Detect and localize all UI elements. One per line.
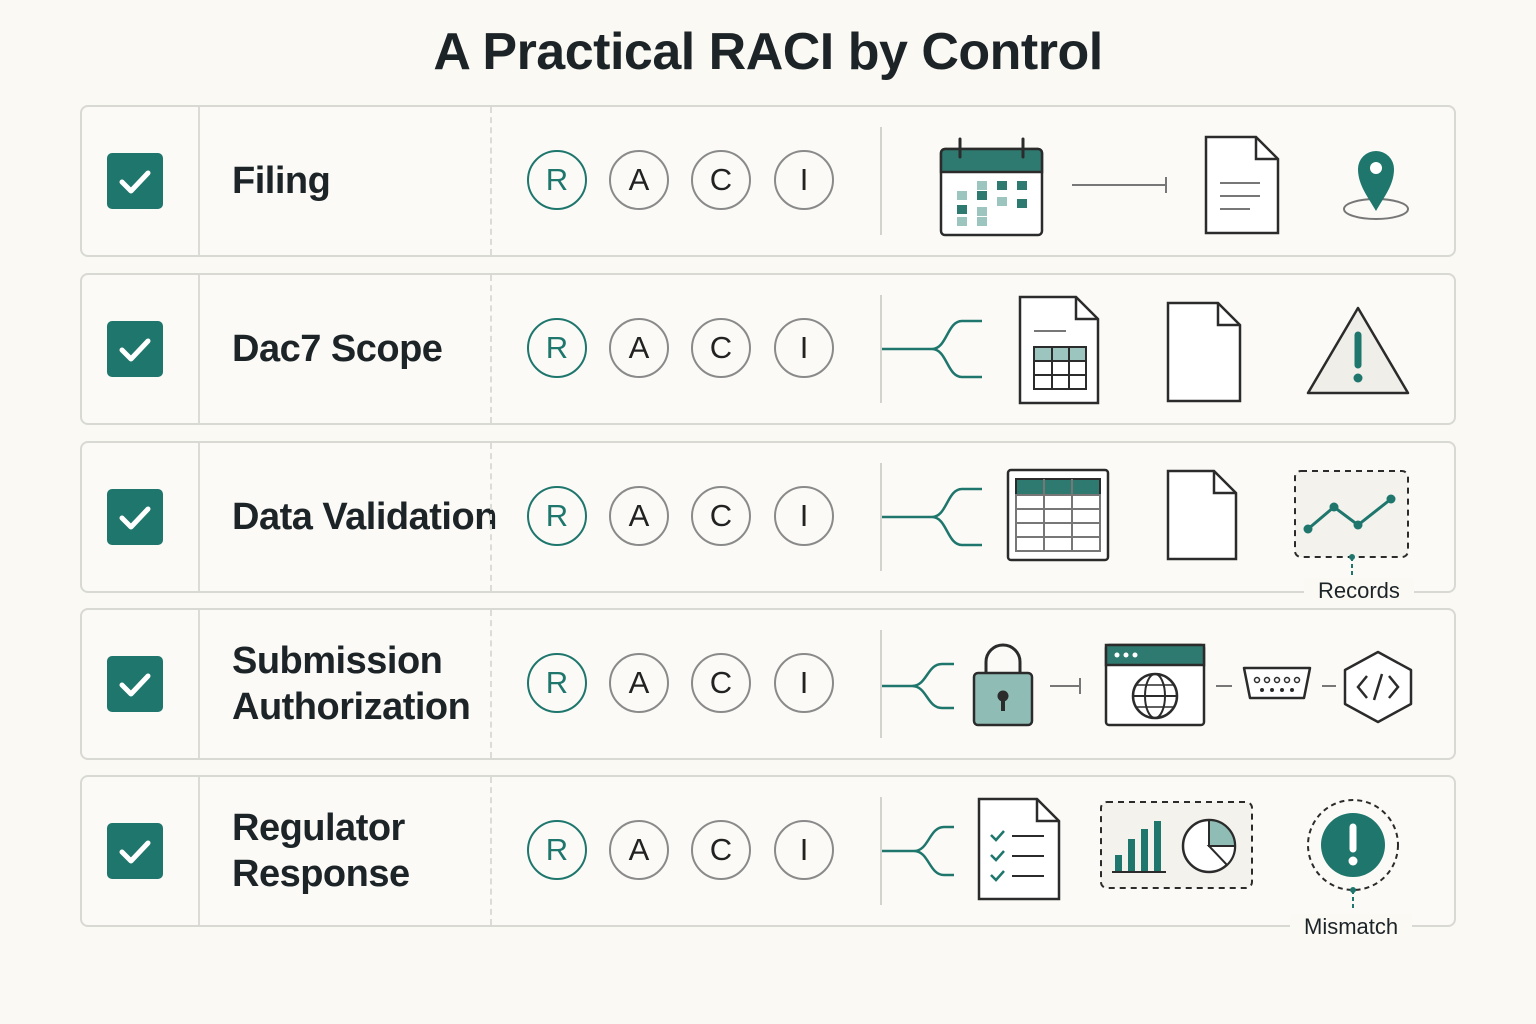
column-divider [198, 777, 200, 925]
records-annotation: Records [1304, 578, 1414, 604]
line-chart-icon [1294, 470, 1409, 579]
mismatch-annotation: Mismatch [1290, 914, 1413, 940]
raci-responsible[interactable]: R [527, 486, 587, 546]
branch-connector [882, 662, 954, 710]
column-divider [198, 275, 200, 423]
control-label: Submission Authorization [232, 640, 471, 728]
control-row-data-validation: Data Validation R A C I [80, 441, 1456, 593]
control-row-filing: Filing R A C I [80, 105, 1456, 257]
raci-accountable[interactable]: A [609, 150, 669, 210]
column-divider [198, 443, 200, 591]
checklist-icon [977, 797, 1061, 901]
column-divider [490, 107, 492, 255]
raci-responsible[interactable]: R [527, 653, 587, 713]
column-divider [490, 610, 492, 758]
control-label: Regulator Response [232, 807, 410, 895]
raci-accountable[interactable]: A [609, 820, 669, 880]
warning-icon [1306, 306, 1410, 395]
raci-consulted[interactable]: C [691, 653, 751, 713]
column-divider [490, 777, 492, 925]
page-title: A Practical RACI by Control [433, 23, 1103, 81]
raci-responsible[interactable]: R [527, 150, 587, 210]
column-divider [880, 630, 882, 738]
control-label: Data Validation [232, 496, 497, 538]
checkmark-icon [119, 170, 151, 194]
control-row-regulator-response: Regulator Response R A C I [80, 775, 1456, 927]
flow-icons [939, 135, 1409, 237]
raci-accountable[interactable]: A [609, 653, 669, 713]
row-checkbox[interactable] [107, 489, 163, 545]
row-checkbox[interactable] [107, 153, 163, 209]
raci-informed[interactable]: I [774, 820, 834, 880]
serial-port-icon [1242, 666, 1312, 700]
flow-icons [882, 797, 1399, 911]
checkmark-icon [119, 840, 151, 864]
raci-informed[interactable]: I [774, 486, 834, 546]
column-divider [880, 463, 882, 571]
column-divider [880, 127, 882, 235]
control-row-submission-authorization: Submission Authorization R A C I [80, 608, 1456, 760]
raci-consulted[interactable]: C [691, 486, 751, 546]
browser-globe-icon [1104, 643, 1206, 727]
flow-icons [882, 468, 1409, 579]
control-label: Dac7 Scope [232, 328, 443, 370]
branch-connector [882, 319, 982, 379]
raci-accountable[interactable]: A [609, 486, 669, 546]
checkmark-icon [119, 673, 151, 697]
checkmark-icon [119, 506, 151, 530]
raci-responsible[interactable]: R [527, 318, 587, 378]
location-pin-icon [1343, 151, 1409, 220]
raci-responsible[interactable]: R [527, 820, 587, 880]
padlock-icon [972, 643, 1034, 727]
document-icon [1204, 135, 1280, 235]
branch-connector [882, 825, 954, 877]
table-icon [1006, 468, 1110, 562]
flow-icons [882, 643, 1413, 727]
control-row-dac7-scope: Dac7 Scope R A C I [80, 273, 1456, 425]
code-hexagon-icon [1343, 650, 1413, 724]
raci-informed[interactable]: I [774, 318, 834, 378]
row-checkbox[interactable] [107, 656, 163, 712]
column-divider [490, 443, 492, 591]
row-checkbox[interactable] [107, 321, 163, 377]
document-icon [1166, 469, 1238, 561]
branch-connector [882, 487, 982, 547]
flow-icons [882, 295, 1410, 405]
raci-consulted[interactable]: C [691, 150, 751, 210]
raci-accountable[interactable]: A [609, 318, 669, 378]
column-divider [490, 275, 492, 423]
column-divider [198, 107, 200, 255]
control-label: Filing [232, 160, 331, 202]
column-divider [880, 295, 882, 403]
raci-informed[interactable]: I [774, 150, 834, 210]
row-checkbox[interactable] [107, 823, 163, 879]
checkmark-icon [119, 338, 151, 362]
column-divider [880, 797, 882, 905]
column-divider [198, 610, 200, 758]
bar-pie-chart-icon [1100, 801, 1253, 889]
spreadsheet-document-icon [1018, 295, 1100, 405]
document-icon [1166, 301, 1242, 403]
raci-consulted[interactable]: C [691, 318, 751, 378]
alert-circle-icon [1307, 799, 1399, 911]
raci-informed[interactable]: I [774, 653, 834, 713]
raci-consulted[interactable]: C [691, 820, 751, 880]
calendar-icon [939, 137, 1044, 237]
